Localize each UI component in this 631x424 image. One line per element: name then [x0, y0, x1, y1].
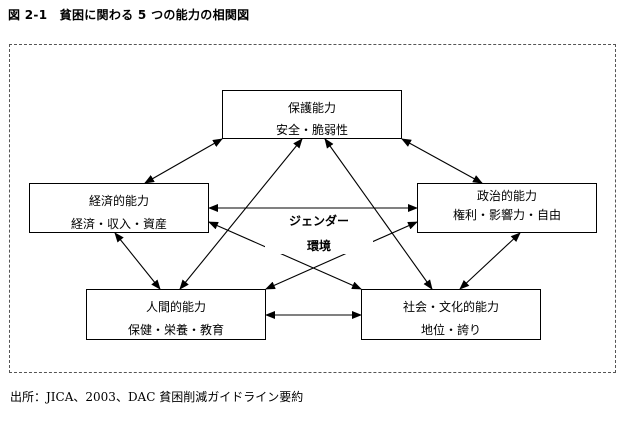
- arrow-political-sociocultural: [459, 232, 521, 290]
- human-capability-title: 人間的能力: [145, 300, 206, 314]
- protective-capability-title: 保護能力: [287, 101, 336, 115]
- arrow-political-human: [265, 221, 418, 290]
- protective-capability-box: 保護能力 安全・脆弱性: [222, 90, 402, 139]
- political-capability-subtitle: 権利・影響力・自由: [452, 208, 561, 222]
- gender-label: ジェンダー: [265, 212, 373, 229]
- arrow-economic-protective: [144, 138, 223, 184]
- human-capability-subtitle: 保健・栄養・教育: [127, 323, 224, 337]
- sociocultural-capability-box: 社会・文化的能力 地位・誇り: [361, 289, 541, 340]
- environment-label: 環境: [265, 237, 373, 254]
- sociocultural-capability-title: 社会・文化的能力: [402, 300, 499, 314]
- arrow-protective-human: [179, 138, 303, 290]
- economic-capability-box: 経済的能力 経済・収入・資産: [29, 183, 209, 233]
- arrow-economic-human: [114, 232, 161, 290]
- economic-capability-title: 経済的能力: [88, 194, 149, 208]
- figure-title: 図 2-1 貧困に関わる 5 つの能力の相関図: [8, 8, 250, 22]
- political-capability-title: 政治的能力: [476, 189, 537, 203]
- diagram-frame: [9, 44, 616, 373]
- sociocultural-capability-subtitle: 地位・誇り: [420, 323, 481, 337]
- source-note: 出所：JICA、2003、DAC 貧困削減ガイドライン要約: [10, 390, 304, 404]
- human-capability-box: 人間的能力 保健・栄養・教育: [86, 289, 266, 340]
- political-capability-box: 政治的能力 権利・影響力・自由: [417, 183, 597, 233]
- protective-capability-subtitle: 安全・脆弱性: [275, 123, 348, 137]
- arrow-economic-sociocultural: [208, 221, 362, 290]
- arrow-political-protective: [401, 138, 483, 184]
- economic-capability-subtitle: 経済・収入・資産: [70, 217, 167, 231]
